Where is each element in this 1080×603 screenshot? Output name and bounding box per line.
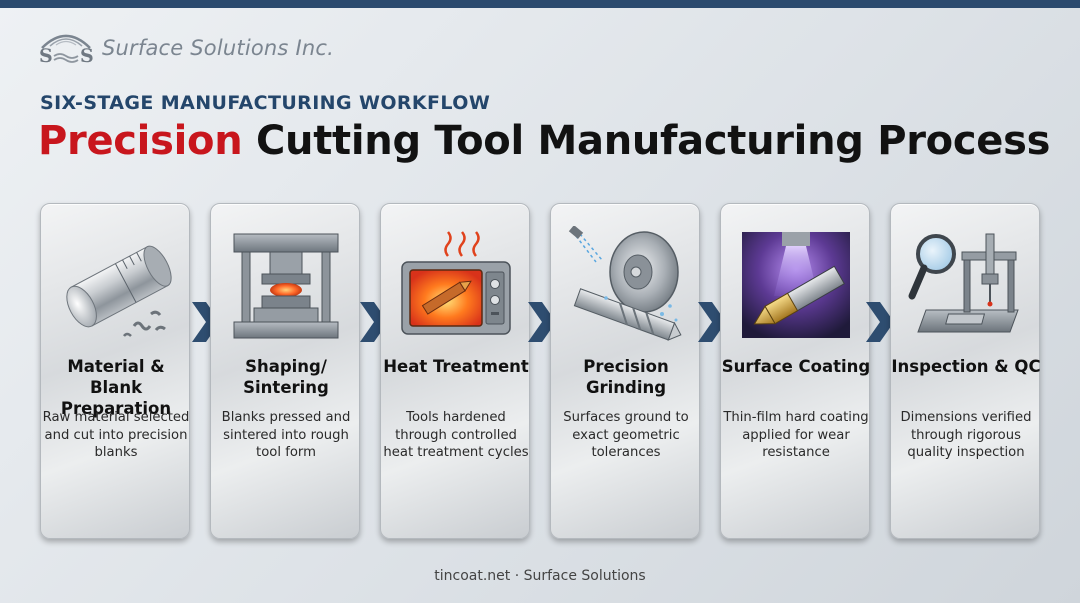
page-subtitle: SIX-STAGE MANUFACTURING WORKFLOW	[40, 92, 491, 114]
hydraulic-press-icon	[226, 226, 346, 344]
step-title: Inspection & QC	[891, 357, 1041, 376]
step-description: Raw material selected and cut into preci…	[42, 410, 190, 460]
grinding-wheel-icon	[566, 226, 686, 344]
step-card-material-preparation: Material & Blank Preparation Raw materia…	[40, 203, 190, 539]
svg-text:S: S	[80, 45, 94, 67]
brand-logo: S S Surface Solutions Inc.	[36, 26, 334, 70]
title-rest: Cutting Tool Manufacturing Process	[242, 118, 1051, 164]
step-title: Shaping/ Sintering	[243, 357, 329, 397]
step-card-heat-treatment: Heat Treatment Tools hardened through co…	[380, 203, 530, 539]
step-description: Surfaces ground to exact geometric toler…	[563, 410, 689, 460]
chevron-right-icon	[866, 302, 894, 342]
brand-name: Surface Solutions Inc.	[102, 36, 334, 60]
footer-credit: tincoat.net · Surface Solutions	[434, 568, 646, 584]
step-card-shaping-sintering: Shaping/ Sintering Blanks pressed and si…	[210, 203, 360, 539]
step-title: Precision Grinding	[583, 357, 669, 397]
top-accent-bar	[0, 0, 1080, 8]
svg-text:S: S	[39, 45, 53, 67]
coating-chamber-icon	[736, 226, 856, 344]
step-card-inspection-qc: Inspection & QC Dimensions verified thro…	[890, 203, 1041, 539]
step-description: Thin-film hard coating applied for wear …	[723, 410, 869, 460]
metal-cylinder-blank-icon	[56, 226, 176, 344]
title-accent: Precision	[38, 118, 243, 164]
page-title: Precision Cutting Tool Manufacturing Pro…	[38, 118, 1050, 164]
step-title: Material & Blank Preparation	[60, 357, 172, 418]
step-card-surface-coating: Surface Coating Thin-film hard coating a…	[720, 203, 870, 539]
magnifier-measuring-machine-icon	[906, 226, 1026, 344]
step-card-precision-grinding: Precision Grinding Surfaces ground to ex…	[550, 203, 700, 539]
step-title: Surface Coating	[721, 357, 871, 376]
chevron-right-icon	[698, 302, 726, 342]
surface-solutions-logo-icon: S S	[39, 34, 94, 67]
furnace-oven-icon	[396, 226, 516, 344]
chevron-right-icon	[528, 302, 556, 342]
step-description: Dimensions verified through rigorous qua…	[900, 410, 1032, 460]
step-description: Blanks pressed and sintered into rough t…	[221, 410, 351, 460]
step-description: Tools hardened through controlled heat t…	[383, 410, 529, 460]
step-title: Heat Treatment	[383, 357, 529, 376]
